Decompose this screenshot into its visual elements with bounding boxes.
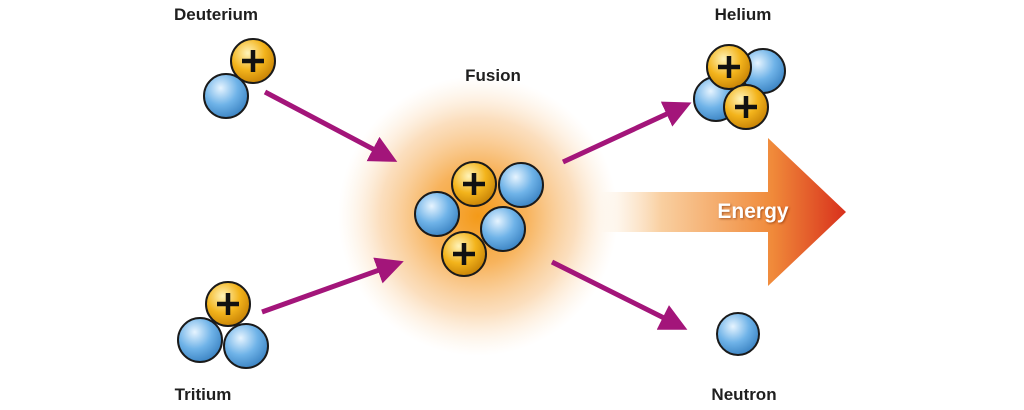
label-energy: Energy bbox=[717, 200, 789, 223]
proton-particle bbox=[230, 38, 276, 84]
proton-particle bbox=[723, 84, 769, 130]
label-helium: Helium bbox=[714, 5, 772, 24]
label-tritium: Tritium bbox=[174, 385, 232, 404]
free-neutron bbox=[716, 312, 760, 356]
neutron-particle bbox=[480, 206, 526, 252]
arrow-deuterium-to-fusion bbox=[263, 89, 398, 162]
label-neutron: Neutron bbox=[711, 385, 777, 404]
label-fusion: Fusion bbox=[465, 66, 521, 85]
arrow-fusion-to-helium bbox=[561, 101, 692, 165]
neutron-particle bbox=[177, 317, 223, 363]
proton-particle bbox=[706, 44, 752, 90]
fusion-glow bbox=[338, 76, 618, 356]
neutron-particle bbox=[414, 191, 460, 237]
fused-nucleus-cluster bbox=[414, 161, 544, 277]
arrow-fusion-to-neutron bbox=[550, 259, 688, 330]
deuterium-nucleus bbox=[203, 38, 276, 119]
helium-nucleus bbox=[693, 44, 786, 130]
neutron-particle bbox=[223, 323, 269, 369]
tritium-nucleus bbox=[177, 281, 269, 369]
label-deuterium: Deuterium bbox=[173, 5, 259, 24]
energy-arrow bbox=[600, 138, 846, 286]
proton-particle bbox=[205, 281, 251, 327]
arrow-tritium-to-fusion bbox=[261, 257, 404, 315]
neutron-particle bbox=[203, 73, 249, 119]
proton-particle bbox=[451, 161, 497, 207]
neutron-particle bbox=[498, 162, 544, 208]
proton-particle bbox=[441, 231, 487, 277]
reaction-arrows bbox=[261, 89, 692, 330]
